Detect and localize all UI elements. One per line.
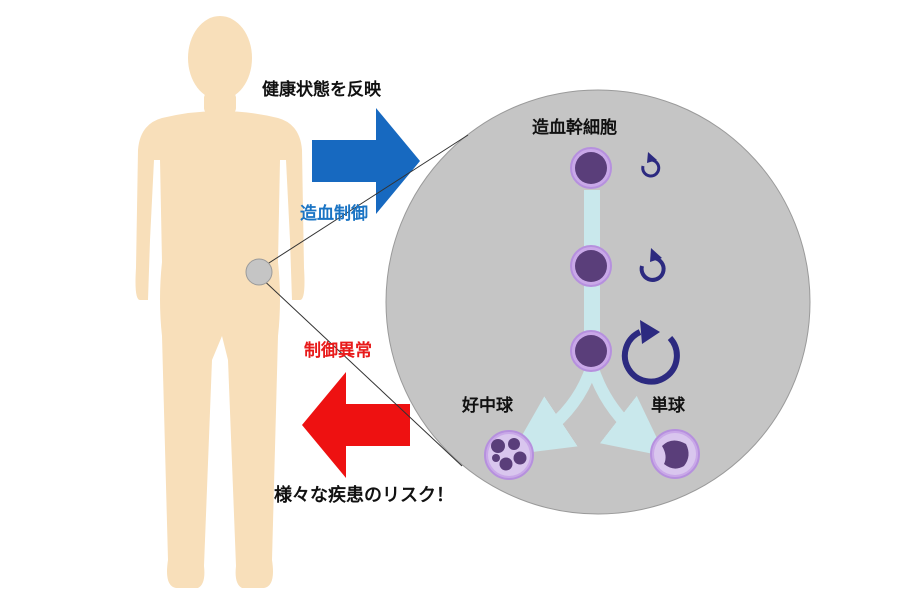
cycle-arrow-icon — [641, 152, 661, 178]
hematopoiesis-control-label: 造血制御 — [300, 204, 368, 224]
disease-risk-label: 様々な疾患のリスク！ — [274, 485, 454, 506]
neutrophil-label: 好中球 — [462, 396, 513, 416]
monocyte-cell — [650, 429, 700, 479]
hsc-label: 造血幹細胞 — [532, 118, 617, 138]
right-arrow — [312, 108, 420, 214]
lineage-branch-right — [586, 364, 666, 457]
cycle-arrow-icon — [621, 320, 680, 385]
control-abnormality-label: 制御異常 — [304, 341, 372, 361]
progenitor-cell-bottom — [570, 330, 612, 372]
stem-cell-top — [570, 147, 612, 189]
health-reflection-label: 健康状態を反映 — [262, 80, 381, 100]
monocyte-label: 単球 — [651, 396, 685, 416]
connector-top — [257, 134, 469, 271]
neutrophil-cell — [484, 430, 534, 480]
bone-marrow-marker — [245, 258, 273, 286]
cycle-arrow-icon — [639, 248, 666, 282]
human-silhouette — [135, 16, 305, 588]
left-arrow — [302, 372, 410, 478]
connector-bottom — [257, 274, 463, 467]
progenitor-cell-middle — [570, 245, 612, 287]
